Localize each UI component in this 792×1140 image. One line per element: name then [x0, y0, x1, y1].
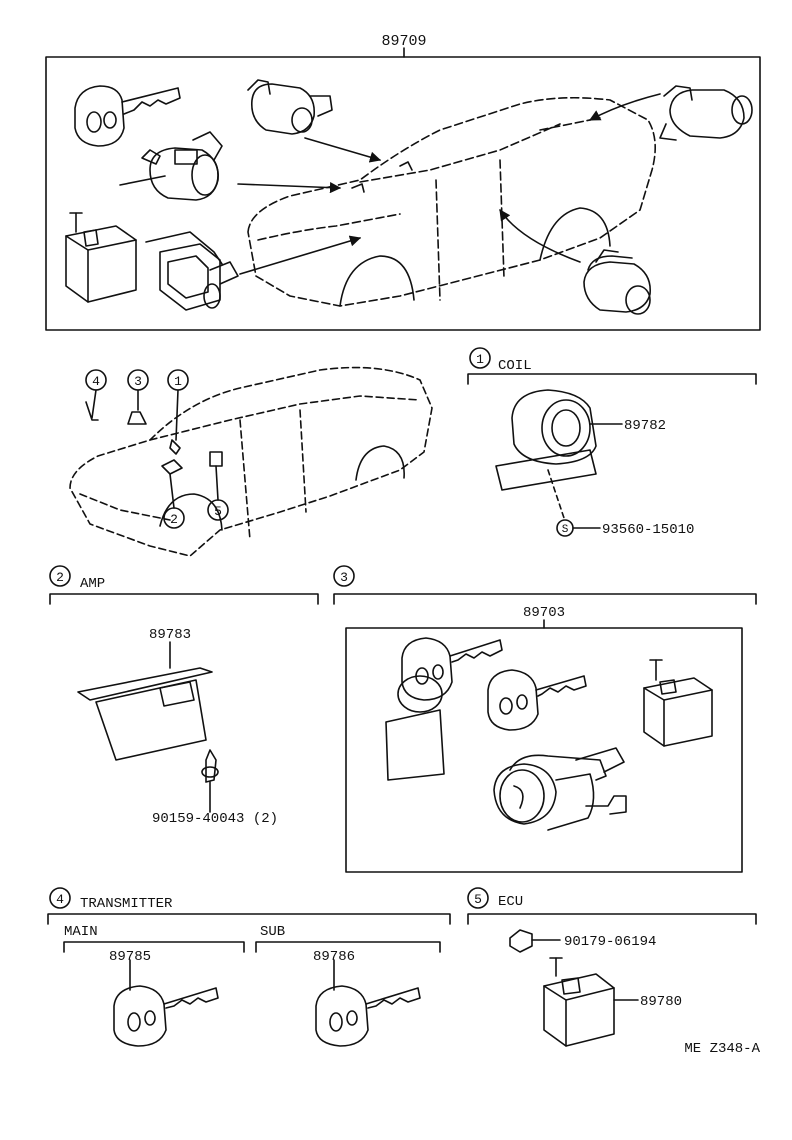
location-callout-4: 4 [92, 374, 100, 389]
transmitter-sub-part-no: 89786 [313, 949, 355, 965]
transmitter-index: 4 [56, 892, 64, 907]
top-arrows [237, 93, 661, 275]
top-door-lock-drawing [247, 79, 333, 135]
transmitter-section [47, 887, 451, 1047]
ecu-nut-part-no: 90179-06194 [564, 934, 656, 950]
top-group-frame [45, 47, 761, 331]
amp-part-no: 89783 [149, 627, 191, 643]
transmitter-title: TRANSMITTER [80, 896, 173, 912]
transmitter-main-title: MAIN [64, 924, 98, 940]
top-car-drawing [247, 96, 656, 307]
coil-part-no: 89782 [624, 418, 666, 434]
location-car-drawing [69, 366, 433, 557]
coil-screw-mark: S [562, 524, 569, 536]
kit-index: 3 [340, 570, 348, 585]
top-car-wheels [339, 207, 611, 307]
top-group-part-no: 89709 [381, 33, 426, 50]
kit-part-no: 89703 [523, 605, 565, 621]
coil-screw-part-no: 93560-15010 [602, 522, 694, 538]
top-amp-drawing [145, 231, 239, 311]
coil-index: 1 [476, 352, 484, 367]
drawing-code: ME Z348-A [684, 1041, 760, 1057]
amp-section [49, 565, 319, 813]
coil-title: COIL [498, 358, 532, 374]
amp-index: 2 [56, 570, 64, 585]
ecu-part-no: 89780 [640, 994, 682, 1010]
top-key-drawing [74, 85, 181, 147]
location-callout-1: 1 [174, 374, 182, 389]
location-callouts [85, 369, 229, 529]
transmitter-sub-title: SUB [260, 924, 285, 940]
kit-section [333, 565, 757, 873]
transmitter-main-part-no: 89785 [109, 949, 151, 965]
location-callout-5: 5 [214, 504, 222, 519]
top-trunk-lock-drawing [659, 85, 753, 141]
amp-bolt-part-no: 90159-40043 (2) [152, 811, 278, 827]
ecu-section [467, 887, 757, 1047]
ecu-title: ECU [498, 894, 523, 910]
ecu-index: 5 [474, 892, 482, 907]
location-callout-3: 3 [134, 374, 142, 389]
amp-title: AMP [80, 576, 105, 592]
top-lower-lock-drawing [583, 249, 651, 315]
top-ecu-drawing [65, 212, 137, 303]
coil-section [467, 347, 757, 537]
top-ignition-assy-drawing [119, 131, 223, 201]
location-callout-2: 2 [170, 512, 178, 527]
